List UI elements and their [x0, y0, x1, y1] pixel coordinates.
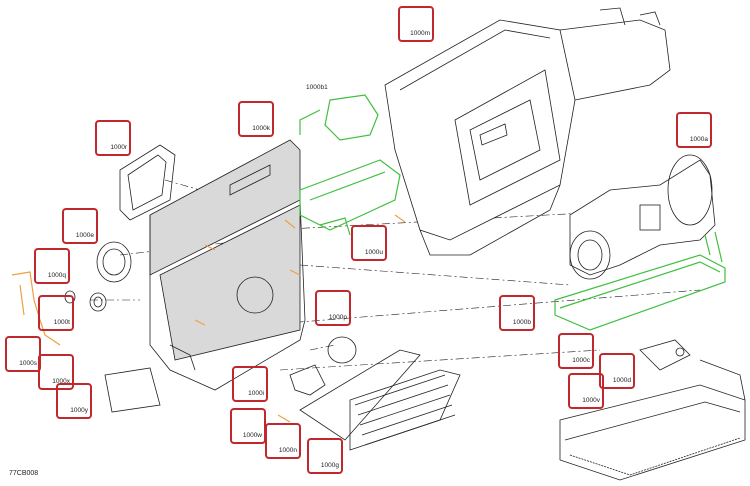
callout-1000i[interactable]: 1000i	[232, 366, 268, 402]
clip	[194, 319, 206, 326]
callout-label: 1000n	[278, 447, 297, 454]
callout-label: 1000k	[252, 125, 270, 132]
clip	[289, 269, 301, 276]
callout-1000s[interactable]: 1000s	[5, 336, 41, 372]
clip	[277, 414, 291, 423]
callout-1000t[interactable]: 1000t	[38, 295, 74, 331]
evaporator-core	[559, 359, 746, 481]
grommet-parts	[64, 290, 107, 312]
callout-label: 1000r	[110, 144, 127, 151]
heater-core	[554, 231, 726, 331]
callout-1000n[interactable]: 1000n	[265, 423, 301, 459]
callout-label: 1000v	[582, 397, 600, 404]
label-1000b1: 1000b1	[306, 84, 328, 91]
ring-seal	[96, 241, 132, 283]
callout-label: 1000e	[75, 232, 94, 239]
callout-1000w[interactable]: 1000w	[230, 408, 266, 444]
callout-label: 1000t	[53, 319, 70, 326]
callout-label: 1000i	[248, 390, 264, 397]
filter-pad	[104, 367, 161, 413]
outlet-grille	[299, 349, 461, 451]
callout-label: 1000g	[320, 462, 339, 469]
blower-motor	[569, 154, 716, 280]
assembly-line	[279, 349, 601, 371]
callout-label: 1000p	[328, 314, 347, 321]
callout-label: 1000b	[512, 319, 531, 326]
callout-1000u[interactable]: 1000u	[351, 225, 387, 261]
callout-1000p[interactable]: 1000p	[315, 290, 351, 326]
clip	[284, 219, 296, 229]
callout-1000v[interactable]: 1000v	[568, 373, 604, 409]
callout-1000g[interactable]: 1000g	[307, 438, 343, 474]
callout-label: 1000d	[612, 377, 631, 384]
callout-1000a[interactable]: 1000a	[676, 112, 712, 148]
expansion-valve	[639, 339, 691, 371]
gasket-frame	[119, 144, 176, 221]
mode-door-actuator	[299, 94, 379, 141]
callout-1000r[interactable]: 1000r	[95, 120, 131, 156]
callout-1000y[interactable]: 1000y	[56, 383, 92, 419]
callout-label: 1000u	[364, 249, 383, 256]
callout-1000c[interactable]: 1000c	[558, 333, 594, 369]
left-housing-half	[149, 139, 306, 391]
callout-1000b[interactable]: 1000b	[499, 295, 535, 331]
drawing-code: 77CB008	[9, 470, 39, 477]
callout-1000q[interactable]: 1000q	[34, 248, 70, 284]
callout-label: 1000q	[47, 272, 66, 279]
callout-label: 1000w	[242, 432, 262, 439]
callout-label: 1000a	[689, 136, 708, 143]
round-cover	[327, 336, 357, 364]
callout-label: 1000x	[52, 378, 70, 385]
callout-label: 1000y	[70, 407, 88, 414]
callout-label: 1000s	[19, 360, 37, 367]
door-linkage	[299, 159, 401, 236]
callout-1000m[interactable]: 1000m	[398, 6, 434, 42]
callout-1000k[interactable]: 1000k	[238, 101, 274, 137]
callout-label: 1000c	[572, 357, 590, 364]
drain-hose	[11, 271, 61, 346]
callout-1000e[interactable]: 1000e	[62, 208, 98, 244]
clip	[394, 214, 406, 223]
callout-label: 1000m	[410, 30, 430, 37]
upper-housing-cover	[384, 7, 671, 256]
actuator	[289, 364, 326, 396]
clip	[204, 244, 216, 251]
assembly-line	[309, 344, 336, 351]
callout-1000d[interactable]: 1000d	[599, 353, 635, 389]
assembly-line	[299, 264, 571, 286]
